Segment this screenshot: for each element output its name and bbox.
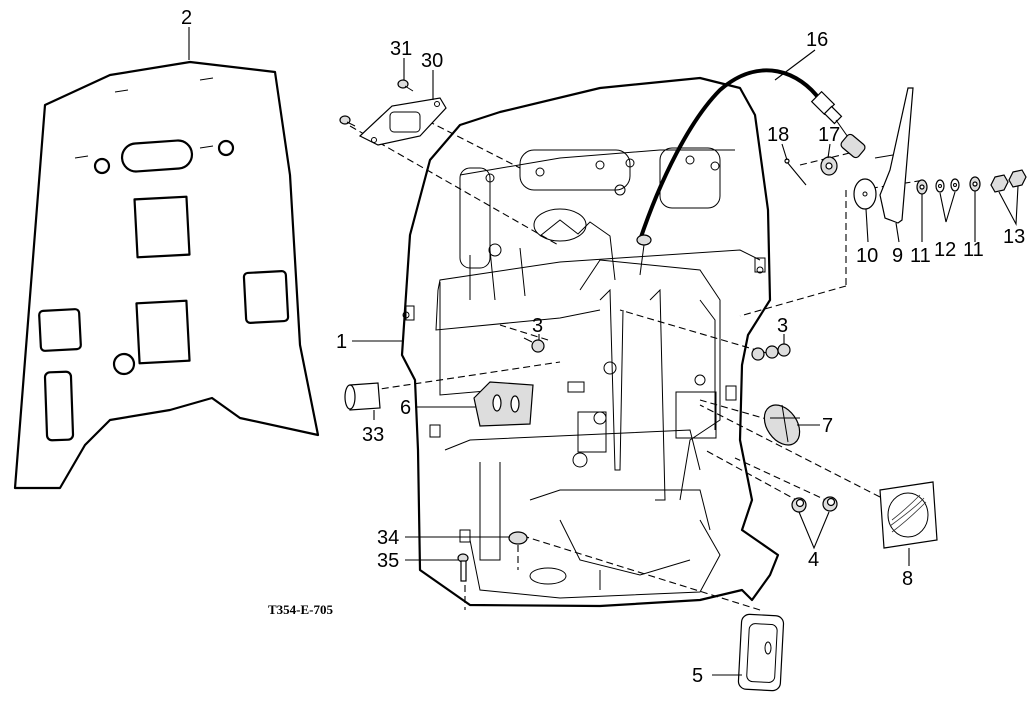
callout-16: 16 xyxy=(806,29,828,51)
callout-3-right: 3 xyxy=(777,315,788,337)
callout-11-right: 11 xyxy=(963,239,984,261)
callout-33: 33 xyxy=(362,424,384,446)
part-16-cable xyxy=(636,68,866,276)
callout-12: 12 xyxy=(934,239,956,261)
callout-4: 4 xyxy=(808,549,819,571)
part-2-insulation-panel xyxy=(13,60,320,490)
callout-5: 5 xyxy=(692,665,703,687)
callout-7: 7 xyxy=(822,415,833,437)
callout-18: 18 xyxy=(767,124,789,146)
part-9-lever xyxy=(874,87,914,224)
callout-2: 2 xyxy=(181,7,192,29)
callout-13: 13 xyxy=(1003,226,1025,248)
callout-6: 6 xyxy=(400,397,411,419)
callout-8: 8 xyxy=(902,568,913,590)
hardware-parts xyxy=(339,79,1027,692)
callout-34: 34 xyxy=(377,527,399,549)
callout-17: 17 xyxy=(818,124,840,146)
callout-10: 10 xyxy=(856,245,878,267)
figure-code: T354-E-705 xyxy=(268,602,334,617)
callout-1: 1 xyxy=(336,331,347,353)
callout-3-left: 3 xyxy=(532,315,543,337)
part-1-main-frame xyxy=(400,76,780,608)
callout-labels: 2 1 31 30 16 18 17 3 3 33 6 7 8 4 5 34 3… xyxy=(181,7,1025,687)
assembly-lines xyxy=(349,115,926,611)
callout-30: 30 xyxy=(421,50,443,72)
callout-35: 35 xyxy=(377,550,399,572)
callout-11-left: 11 xyxy=(910,245,931,267)
leader-lines xyxy=(188,27,1019,676)
callout-31: 31 xyxy=(390,38,412,60)
callout-9: 9 xyxy=(892,245,903,267)
